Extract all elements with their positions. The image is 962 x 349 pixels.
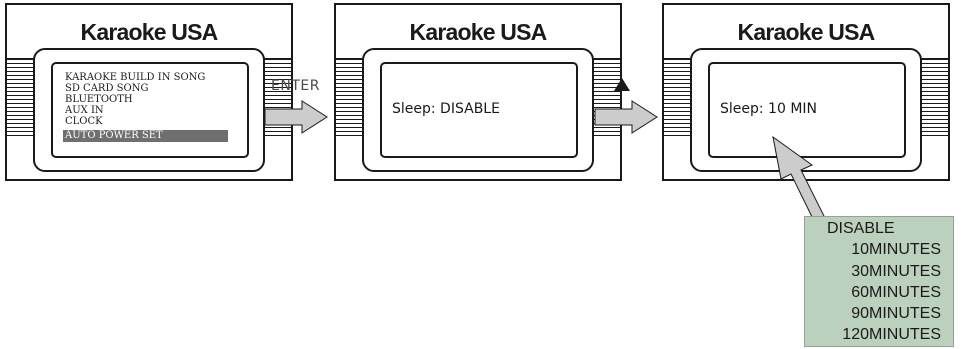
enter-step-label: ENTER: [271, 78, 320, 94]
up-triangle-icon[interactable]: [614, 78, 630, 91]
screen-bezel: KARAOKE BUILD IN SONG SD CARD SONG BLUET…: [33, 48, 265, 172]
speaker-grill-left: [7, 58, 35, 136]
device-panel-menu: Karaoke USA KARAOKE BUILD IN SONG SD CAR…: [5, 3, 293, 181]
menu-item-aux-in[interactable]: AUX IN: [65, 105, 104, 116]
source-menu: KARAOKE BUILD IN SONG SD CARD SONG BLUET…: [63, 72, 228, 142]
sleep-option-30-minutes[interactable]: 30MINUTES: [851, 262, 941, 280]
menu-item-bluetooth[interactable]: BLUETOOTH: [65, 94, 133, 105]
sleep-options-list: DISABLE 10MINUTES 30MINUTES 60MINUTES 90…: [804, 216, 954, 347]
right-arrow-icon: [264, 100, 328, 134]
sleep-option-disable[interactable]: DISABLE: [827, 220, 895, 237]
sleep-status-text: Sleep: 10 MIN: [720, 101, 818, 117]
screen-bezel: Sleep: DISABLE: [362, 48, 594, 172]
menu-item-clock[interactable]: CLOCK: [65, 116, 103, 127]
callout-arrow-icon: [772, 135, 827, 224]
brand-logo: Karaoke USA: [80, 19, 219, 45]
brand-logo: Karaoke USA: [737, 19, 876, 45]
device-panel-sleep-disable: Karaoke USA Sleep: DISABLE: [334, 3, 622, 181]
sleep-status-text: Sleep: DISABLE: [392, 101, 500, 117]
menu-item-auto-power-set[interactable]: AUTO POWER SET: [63, 130, 228, 142]
brand-logo: Karaoke USA: [409, 19, 548, 45]
sleep-option-90-minutes[interactable]: 90MINUTES: [851, 305, 941, 323]
sleep-option-120-minutes[interactable]: 120MINUTES: [842, 326, 941, 344]
screen-bezel: Sleep: 10 MIN: [690, 48, 922, 172]
speaker-grill-left: [336, 58, 364, 136]
lcd-screen: Sleep: 10 MIN: [708, 62, 906, 158]
speaker-grill-left: [664, 58, 692, 136]
lcd-screen: Sleep: DISABLE: [380, 62, 578, 158]
lcd-screen: KARAOKE BUILD IN SONG SD CARD SONG BLUET…: [51, 62, 249, 158]
menu-item-karaoke-build-in-song[interactable]: KARAOKE BUILD IN SONG: [65, 72, 206, 83]
speaker-grill-right: [920, 58, 948, 136]
sleep-option-60-minutes[interactable]: 60MINUTES: [851, 283, 941, 301]
right-arrow-icon: [594, 100, 658, 134]
sleep-option-10-minutes[interactable]: 10MINUTES: [851, 241, 941, 259]
menu-item-sd-card-song[interactable]: SD CARD SONG: [65, 83, 149, 94]
